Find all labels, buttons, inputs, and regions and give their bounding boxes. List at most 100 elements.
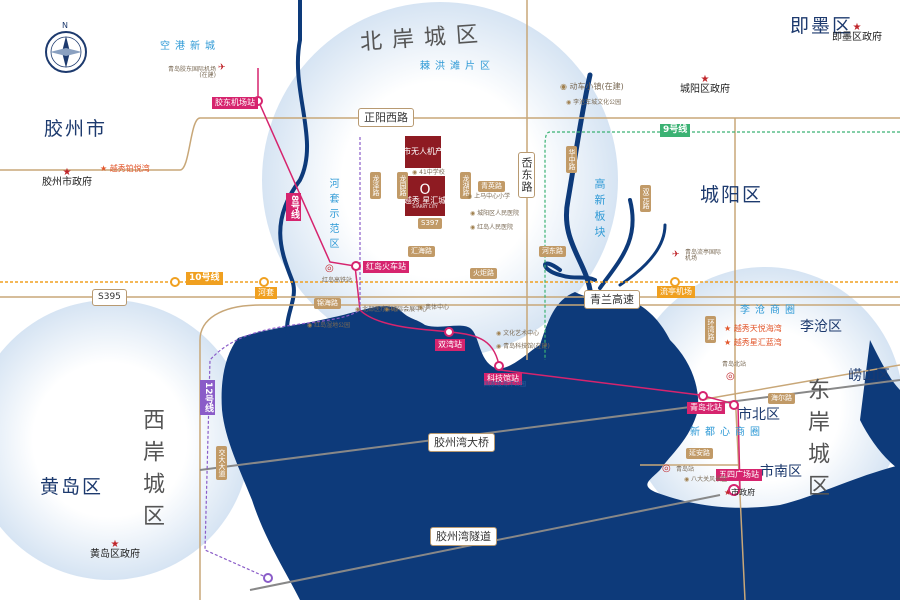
metro-line-9-badge[interactable]: 9号线 [660,124,691,137]
station-dot[interactable] [263,573,273,583]
metro-line-12 [204,137,361,579]
station-hetao[interactable]: 河套 [255,287,277,299]
poi-school41: 41中学校 [412,170,445,176]
zone-west: 西岸城区 [139,408,164,536]
road-tunnel-label: 胶州湾隧道 [430,527,497,546]
station-qingdao-north[interactable]: 青岛北站 [687,402,725,414]
station-dot[interactable] [494,361,504,371]
east-zone-circle [627,267,900,543]
project-boyue: ★ 越秀铂悦湾 [100,165,150,173]
poi-hongdao-hospital: 红岛人民医院 [470,225,513,231]
station-kejiguan[interactable]: 科技馆站 [484,373,522,385]
poi-hongdao-park: 红岛湿地公园 [307,323,350,329]
station-dot[interactable] [351,261,361,271]
jiaozhou-bay [221,292,900,600]
district-jiaozhou: 胶州市 [44,118,108,140]
road-longyuan-label: 龙园路 [397,172,408,199]
road-haier [699,364,900,401]
rail-station-icon: ◎ [325,263,334,274]
station-dot[interactable] [670,277,680,287]
gov-jimo: ★即墨区政府 [832,23,882,43]
road-haier-label: 海尔路 [768,393,795,404]
station-dot[interactable] [259,277,269,287]
station-wusi[interactable]: 五四广场站 [716,469,762,481]
metro-line-12-badge[interactable]: 12号线 [200,380,215,415]
road-huoju-label: 火炬路 [470,268,497,279]
district-huangdao: 黄岛区 [40,476,104,498]
road-qinglan-label: 青兰高速 [584,290,640,309]
poi-dongche: 动车小镇(在建) [560,83,624,91]
rail-station-icon: ◎ [726,371,735,382]
gov-label: 城阳区政府 [680,84,730,95]
airplane-icon: ✈ [218,63,226,73]
road-loudong-label: 岙东路 [518,152,535,198]
government-star-icon: ★ [110,539,120,550]
station-dot[interactable] [170,277,180,287]
gov-jiaozhou: ★胶州市政府 [42,168,92,188]
station-hongdao[interactable]: 红岛火车站 [363,261,409,273]
road-huazhong-label: 华中路 [566,146,577,173]
district-jimo: 即墨区 [790,15,854,37]
river [598,198,635,290]
gov-huangdao: ★黄岛区政府 [90,540,140,560]
road-jinhai-label: 锦海路 [314,298,341,309]
station-dot[interactable] [444,327,454,337]
station-dot[interactable] [698,391,708,401]
metro-line-8-badge[interactable]: 8号线 [286,193,301,222]
compass-icon [45,31,87,73]
metro-line-10-badge[interactable]: 10号线 [186,272,223,285]
airplane-icon: ✈ [672,250,680,260]
road-huanwan-label: 环湾路 [705,316,716,343]
poi-chengyang-hospital: 城阳区人民医院 [470,211,519,217]
government-star-icon: ★ [62,167,72,178]
rail-qingdao: 青岛站 [676,466,695,473]
poi-ocean-park: 国家级海洋公园 [484,381,527,388]
district-shibei: 市北区 [738,407,780,423]
road-bridge-label: 胶州湾大桥 [428,433,495,452]
area-xinduxin: 新都心商圈 [690,427,765,438]
station-dot[interactable] [729,400,739,410]
rail-station-icon: ◎ [662,463,671,474]
road-longze-label: 龙泽路 [370,172,381,199]
poi-dongche-park: 李沧车城文化公园 [566,100,621,106]
west-zone-circle [0,300,250,580]
poi-kejiguan: 青岛科技馆(在建) [496,344,550,350]
gov-label: 即墨区政府 [832,32,882,43]
road-huanwan [734,118,746,600]
airport-liuting: 青岛流亭国际机场 [685,249,722,262]
gov-chengyang: ★城阳区政府 [680,75,730,95]
project-name-en: STARRY CITY [412,204,438,209]
poi-beiyi: 北部医疗中心 [355,307,398,313]
river [564,72,593,293]
poi-bafangda: 八大关风景区 [684,477,727,483]
gov-city: ★市政府 [724,489,755,497]
road-zhengyang [0,117,900,171]
district-shinan: 市南区 [760,464,802,480]
airport-jiaodong: 青岛胶东国际机场(在建) [167,66,216,79]
district-chengyang: 城阳区 [700,184,764,206]
station-shuangwan[interactable]: 双湾站 [435,339,465,351]
project-xinghui-lan: ★ 越秀星汇蓝湾 [724,339,782,347]
project-label: 越秀星汇蓝湾 [733,338,782,347]
gov-label: 市政府 [731,488,756,497]
station-airport-east[interactable]: 胶东机场站 [212,97,258,109]
zone-hetao: 河套示范区 [327,178,338,253]
road-huihai-label: 汇海路 [408,246,435,257]
station-dot[interactable] [728,484,740,496]
project-label: 越秀铂悦湾 [109,164,150,173]
rail-qingdao-north: 青岛北站 [722,361,747,368]
east-sea [860,340,900,470]
drone-park-block[interactable]: 青岛市无人机产业园 [387,136,459,168]
area-licang-circle: 李沧商圈 [740,305,800,316]
government-star-icon: ★ [852,22,862,33]
zone-gaoxin: 高新板块 [593,178,606,242]
zone-east: 东岸城区 [804,378,829,506]
station-liuting[interactable]: 流亭机场 [657,286,695,298]
gov-label: 胶州市政府 [42,177,92,188]
project-star-icon: ★ [724,338,734,347]
road-s397-label: S397 [418,218,442,229]
river [543,261,597,282]
area-jihongtan: 棘洪滩片区 [420,61,495,72]
